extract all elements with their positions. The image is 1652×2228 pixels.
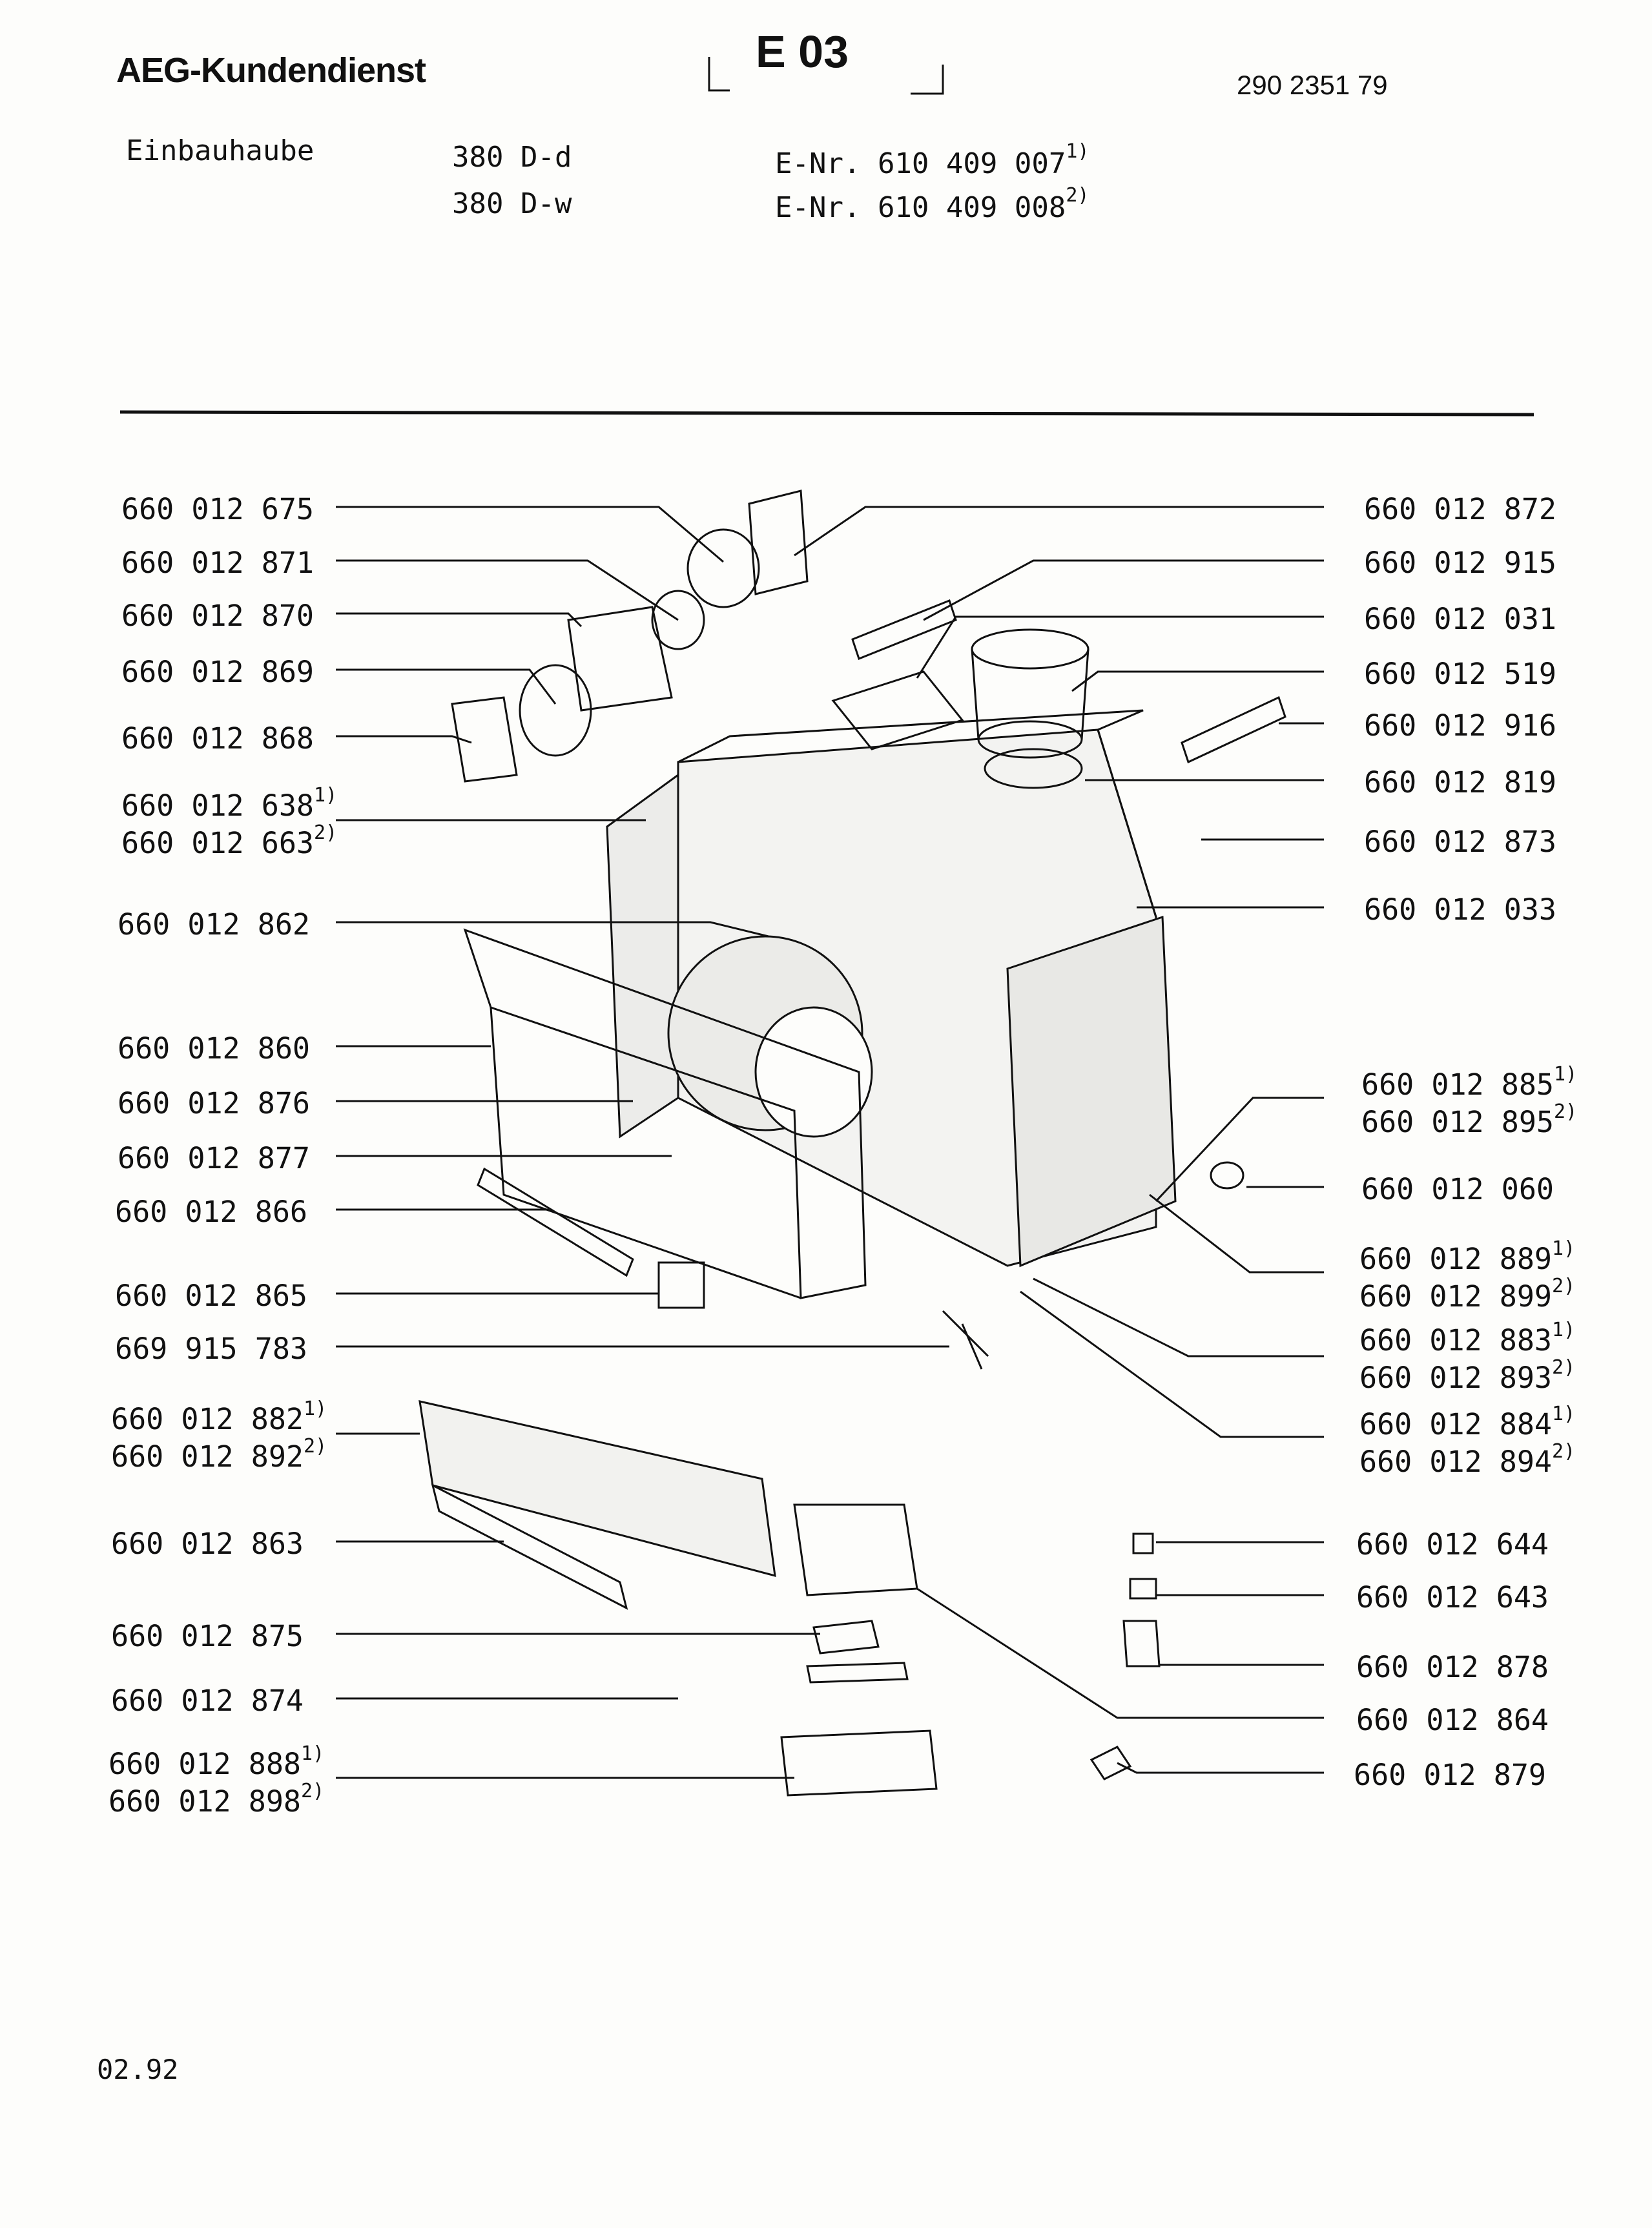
fan-grill [519,664,592,757]
part-label-left-9: 660 012 876 [118,1086,311,1120]
part-879 [1089,1746,1132,1780]
part-label-right-1: 660 012 872 [1364,492,1557,526]
part-label-right-18: 660 012 879 [1354,1758,1547,1792]
part-878 [1122,1620,1161,1667]
part-label-left-1: 660 012 675 [121,492,315,526]
grommet-060 [1210,1161,1244,1190]
side-panel-left [606,773,679,1139]
part-label-left-12: 660 012 865 [115,1279,308,1313]
part-label-right-12: 660 012 8831) 660 012 8932) [1359,1319,1576,1395]
motor-unit [567,606,673,712]
enr-1: E-Nr. 610 409 0071) [775,140,1089,180]
control-box [793,1503,918,1596]
leader-lines-left [336,506,949,1779]
leader-lines-right [794,506,1324,1774]
part-label-right-6: 660 012 819 [1364,765,1557,799]
part-label-left-5: 660 012 868 [121,721,315,756]
part-label-left-6: 660 012 6381) 660 012 6632) [121,784,338,860]
model-2: 380 D-w [452,187,572,220]
brand-title: AEG-Kundendienst [116,51,426,90]
bracket-916 [1181,696,1286,764]
switch [657,1261,705,1309]
part-label-right-9: 660 012 8851) 660 012 8952) [1361,1063,1578,1139]
hood-illustration [418,490,1286,1797]
lamp-tube [477,1167,634,1277]
panel-strip [431,1483,628,1610]
part-label-left-16: 660 012 875 [111,1619,304,1653]
part-label-left-2: 660 012 871 [121,546,315,580]
part-label-right-8: 660 012 033 [1364,892,1557,927]
part-label-left-14: 660 012 8821) 660 012 8922) [111,1398,327,1474]
document-number: 290 2351 79 [1237,70,1388,100]
filter-grid [831,670,964,750]
part-label-left-4: 660 012 869 [121,655,315,689]
part-label-right-11: 660 012 8891) 660 012 8992) [1359,1237,1576,1314]
revision-date: 02.92 [97,2054,179,2085]
part-label-left-8: 660 012 860 [118,1031,311,1066]
duct-ring-top [971,628,1089,670]
part-label-left-17: 660 012 874 [111,1684,304,1718]
part-label-right-4: 660 012 519 [1364,657,1557,691]
part-label-left-15: 660 012 863 [111,1527,304,1561]
section-code: E 03 [756,26,849,77]
bracket-915 [851,599,957,660]
cable [942,1310,989,1370]
part-643 [1129,1578,1157,1600]
housing-top-edge [677,709,1144,763]
enr-2: E-Nr. 610 409 0082) [775,184,1089,224]
product-name: Einbauhaube [126,134,315,167]
part-label-right-14: 660 012 644 [1356,1527,1549,1562]
part-label-right-3: 660 012 031 [1364,602,1557,636]
header-rule [119,410,1534,417]
part-label-right-16: 660 012 878 [1356,1650,1549,1684]
strip-874 [806,1662,909,1684]
part-label-left-18: 660 012 8881) 660 012 8982) [108,1742,325,1819]
part-label-right-10: 660 012 060 [1361,1172,1554,1206]
small-part-875 [812,1620,880,1655]
bracket-left [708,57,730,92]
bracket-right [911,65,944,95]
control-panel [418,1400,776,1578]
side-panel-right [1006,915,1177,1268]
part-label-right-2: 660 012 915 [1364,546,1557,580]
part-label-left-11: 660 012 866 [115,1195,308,1229]
fan-housing [748,490,809,595]
duct-flange [984,748,1083,789]
motor-hub [651,590,705,650]
part-label-left-7: 660 012 862 [118,907,311,942]
part-label-left-10: 660 012 877 [118,1141,311,1175]
part-label-left-3: 660 012 870 [121,599,315,633]
part-644 [1132,1532,1154,1554]
part-label-right-7: 660 012 873 [1364,825,1557,859]
part-label-right-13: 660 012 8841) 660 012 8942) [1359,1403,1576,1479]
end-cap [451,696,518,783]
part-label-left-13: 669 915 783 [115,1332,308,1366]
part-label-right-5: 660 012 916 [1364,708,1557,743]
part-label-right-15: 660 012 643 [1356,1580,1549,1614]
fan-wheel [687,528,760,608]
part-label-right-17: 660 012 864 [1356,1703,1549,1737]
model-1: 380 D-d [452,141,572,174]
box-888 [780,1729,938,1797]
